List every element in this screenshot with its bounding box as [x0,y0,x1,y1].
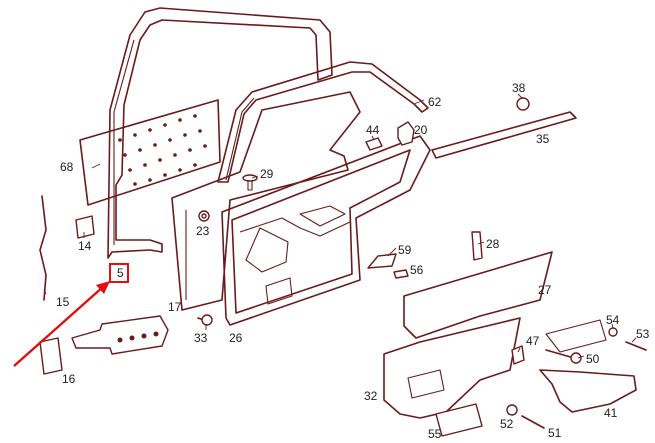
bracket-part [471,231,483,261]
callout-28: 28 [486,237,500,251]
callout-27: 27 [538,283,552,297]
callout-labels: 62 38 44 20 35 68 29 23 14 59 28 56 5 15… [56,81,650,441]
callout-16: 16 [62,372,76,386]
callout-56: 56 [410,263,424,277]
callout-62: 62 [428,95,442,109]
callout-47: 47 [526,334,540,348]
callout-54: 54 [606,313,620,327]
rod-part [39,195,47,301]
window-channel-part [217,61,429,183]
callout-26: 26 [229,331,243,345]
callout-59: 59 [398,243,412,257]
callout-33: 33 [194,331,208,345]
callout-53: 53 [636,327,650,341]
callout-32: 32 [364,389,378,403]
handle-bezel-part [367,253,397,269]
washer-part [608,327,618,337]
grommet-hole [201,213,207,219]
callout-15: 15 [56,295,70,309]
door-seal-part [107,7,333,259]
highlight-arrow [13,285,105,367]
screw-c-part [521,415,545,429]
grommet-b-part [506,404,518,416]
clip-part [397,121,415,146]
callout-14: 14 [78,239,92,253]
cup-holder-part [435,403,483,437]
leader-lines [43,93,637,359]
push-rivet-part [242,174,258,191]
armrest-part [539,319,637,413]
callout-17: 17 [168,300,182,314]
callout-29: 29 [260,167,274,181]
callout-23: 23 [196,224,210,238]
screw-b-part [625,341,647,351]
lock-piece-part [75,215,95,239]
callout-20: 20 [414,123,428,137]
callout-5: 5 [117,266,124,280]
screw-part [197,314,213,326]
door-shell-part [171,91,361,311]
cap-part [393,269,409,279]
callout-68: 68 [60,160,74,174]
callout-51: 51 [548,426,562,440]
highlight-arrowhead [96,281,110,294]
clip-small-part [511,345,525,365]
lock-mechanism-part [71,315,169,355]
callout-35: 35 [536,132,550,146]
callout-44: 44 [366,123,380,137]
callout-50: 50 [586,352,600,366]
handle-block-part [39,337,63,375]
highlight-box [109,263,129,283]
callout-41: 41 [604,406,618,420]
upper-trim-part [403,251,553,339]
callout-52: 52 [500,417,514,431]
callout-38: 38 [512,81,526,95]
bolt-part [545,349,582,364]
nut-part [516,97,530,111]
map-pocket-part [383,317,521,419]
moulding-strip-part [431,111,577,159]
door-trim-panel-part [221,135,431,326]
insulation-panel-part [79,99,221,206]
callout-55: 55 [428,427,442,441]
